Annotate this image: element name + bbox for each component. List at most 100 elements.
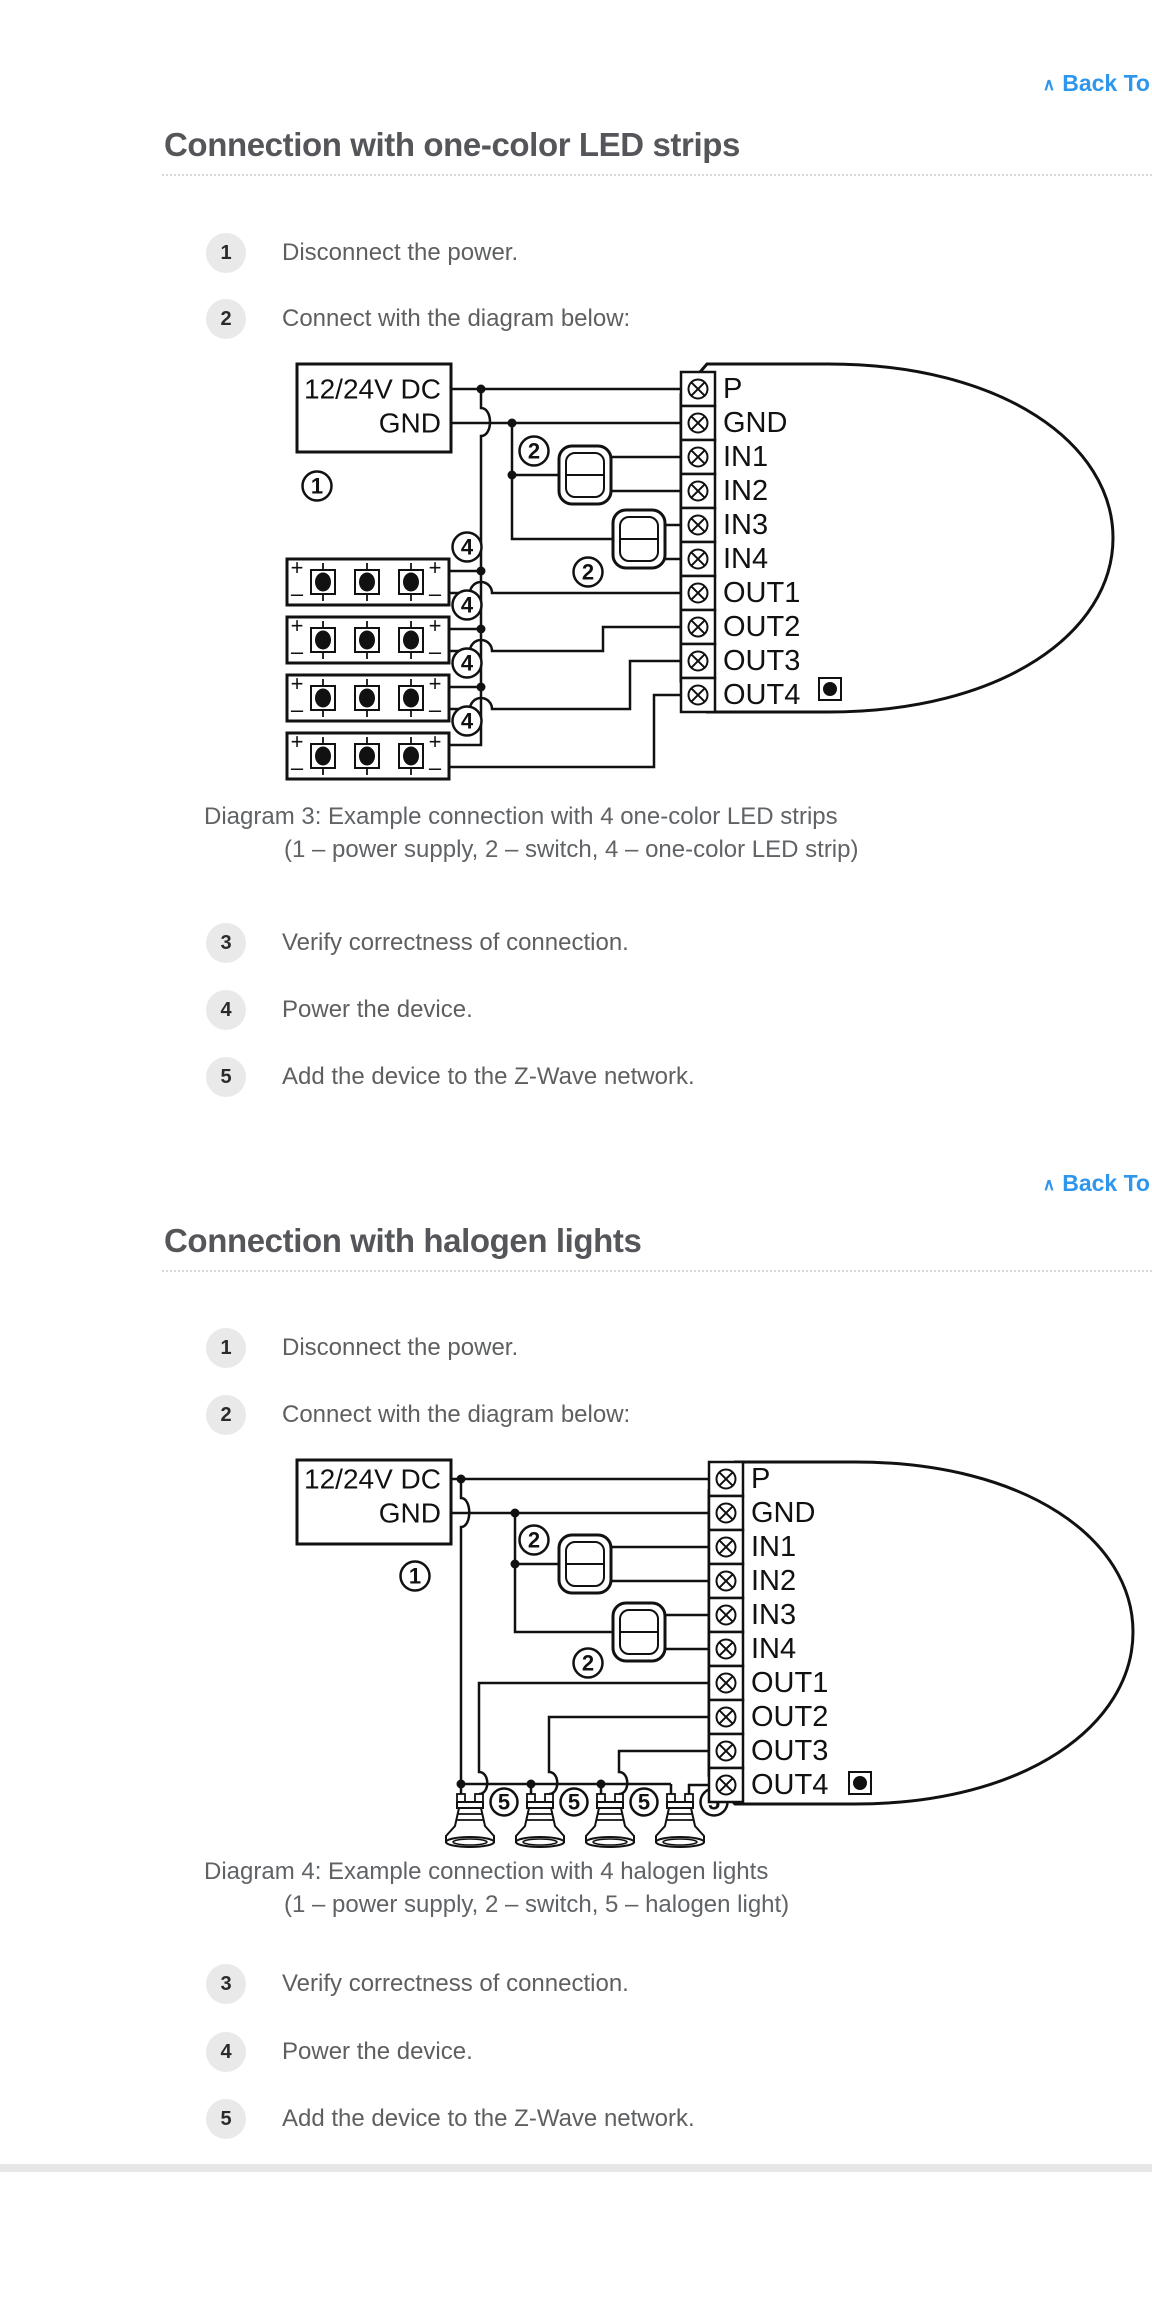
back-to-top-label: Back To bbox=[1062, 70, 1150, 96]
junction-dots bbox=[456, 1474, 606, 1789]
svg-text:–: – bbox=[429, 697, 442, 722]
led-strip-3: + + – – bbox=[285, 647, 483, 723]
svg-text:5: 5 bbox=[498, 1790, 510, 1815]
step-number-badge: 3 bbox=[206, 923, 246, 963]
svg-text:12/24V DC: 12/24V DC bbox=[304, 1464, 441, 1495]
step-text: Power the device. bbox=[282, 996, 473, 1023]
footer-divider bbox=[0, 2164, 1152, 2172]
section-heading-led-strips: Connection with one-color LED strips bbox=[164, 126, 740, 163]
svg-text:GND: GND bbox=[751, 1497, 815, 1529]
svg-text:IN2: IN2 bbox=[751, 1565, 796, 1597]
step-row: 4 Power the device. bbox=[206, 2032, 473, 2072]
wire-lines bbox=[451, 1477, 709, 1796]
halogen-light-3 bbox=[585, 1787, 659, 1848]
halogen-light-1 bbox=[445, 1787, 519, 1848]
step-text: Verify correctness of connection. bbox=[282, 1970, 629, 1997]
svg-text:IN1: IN1 bbox=[723, 441, 768, 473]
step-text: Connect with the diagram below: bbox=[282, 305, 631, 332]
diagram-3-caption-line2: (1 – power supply, 2 – switch, 4 – one-c… bbox=[284, 836, 859, 863]
switch-2 bbox=[572, 508, 667, 588]
svg-text:4: 4 bbox=[461, 593, 474, 618]
marker-led-strip bbox=[451, 589, 483, 621]
marker-halogen bbox=[559, 1787, 589, 1817]
svg-text:GND: GND bbox=[379, 408, 441, 439]
step-number-badge: 1 bbox=[206, 1328, 246, 1368]
switch-1 bbox=[518, 435, 613, 506]
svg-text:+: + bbox=[429, 729, 442, 754]
marker-halogen bbox=[489, 1787, 519, 1817]
power-supply-box: 12/24V DC GND 1 bbox=[295, 362, 453, 502]
step-number-badge: 5 bbox=[206, 1057, 246, 1097]
svg-text:2: 2 bbox=[582, 1651, 594, 1676]
step-text: Verify correctness of connection. bbox=[282, 929, 629, 956]
step-text: Connect with the diagram below: bbox=[282, 1401, 631, 1428]
step-row: 3 Verify correctness of connection. bbox=[206, 923, 629, 963]
section-heading-halogen: Connection with halogen lights bbox=[164, 1222, 642, 1259]
step-text: Disconnect the power. bbox=[282, 1334, 519, 1361]
heading-separator bbox=[162, 174, 1152, 176]
terminal-block: P GND IN1 IN2 IN3 IN4 OUT1 OUT2 OUT3 OUT… bbox=[707, 1460, 828, 1804]
svg-text:OUT4: OUT4 bbox=[723, 679, 800, 711]
svg-text:1: 1 bbox=[409, 1564, 421, 1589]
marker-switch bbox=[518, 1524, 550, 1556]
svg-text:OUT3: OUT3 bbox=[751, 1735, 828, 1767]
step-number-badge: 4 bbox=[206, 990, 246, 1030]
led-strip-4: + + – – bbox=[285, 705, 483, 781]
back-to-top-link[interactable]: ∧ Back To bbox=[1043, 70, 1150, 97]
wire-lines bbox=[449, 387, 681, 769]
step-text: Disconnect the power. bbox=[282, 239, 519, 266]
device-body bbox=[679, 362, 1115, 714]
marker-led-strip bbox=[451, 531, 483, 563]
switch-1 bbox=[518, 1524, 613, 1595]
step-text: Add the device to the Z-Wave network. bbox=[282, 2105, 695, 2132]
svg-text:–: – bbox=[429, 581, 442, 606]
svg-text:–: – bbox=[291, 755, 304, 780]
svg-text:+: + bbox=[291, 555, 304, 580]
step-number-badge: 3 bbox=[206, 1964, 246, 2004]
svg-text:2: 2 bbox=[528, 439, 540, 464]
svg-text:IN1: IN1 bbox=[751, 1531, 796, 1563]
svg-text:OUT2: OUT2 bbox=[723, 611, 800, 643]
marker-led-strip bbox=[451, 647, 483, 679]
svg-text:OUT3: OUT3 bbox=[723, 645, 800, 677]
diagram-4-halogen-lights: 12/24V DC GND 1 2 2 5 5 5 bbox=[295, 1458, 1135, 1848]
svg-text:+: + bbox=[291, 671, 304, 696]
diagram-3-caption-line1: Diagram 3: Example connection with 4 one… bbox=[204, 803, 838, 830]
svg-text:GND: GND bbox=[723, 407, 787, 439]
svg-text:12/24V DC: 12/24V DC bbox=[304, 374, 441, 405]
power-supply-box: 12/24V DC GND 1 bbox=[295, 1458, 453, 1592]
svg-text:–: – bbox=[429, 755, 442, 780]
marker-switch bbox=[518, 435, 550, 467]
svg-text:IN3: IN3 bbox=[723, 509, 768, 541]
step-number-badge: 2 bbox=[206, 1395, 246, 1435]
step-row: 2 Connect with the diagram below: bbox=[206, 1395, 630, 1435]
chevron-up-icon: ∧ bbox=[1042, 1174, 1056, 1194]
svg-text:IN4: IN4 bbox=[723, 543, 768, 575]
step-row: 1 Disconnect the power. bbox=[206, 233, 518, 273]
led-strip-1: + + – – bbox=[285, 531, 483, 607]
svg-text:P: P bbox=[723, 373, 742, 405]
marker-power-supply bbox=[301, 470, 333, 502]
terminal-block: P GND IN1 IN2 IN3 IN4 OUT1 OUT2 OUT3 OUT… bbox=[679, 370, 800, 714]
svg-text:+: + bbox=[429, 671, 442, 696]
svg-text:+: + bbox=[429, 613, 442, 638]
svg-text:OUT4: OUT4 bbox=[751, 1769, 828, 1801]
svg-text:5: 5 bbox=[568, 1790, 580, 1815]
marker-led-strip bbox=[451, 705, 483, 737]
diagram-4-caption-line1: Diagram 4: Example connection with 4 hal… bbox=[204, 1858, 769, 1885]
svg-text:–: – bbox=[429, 639, 442, 664]
marker-switch bbox=[572, 556, 604, 588]
step-text: Add the device to the Z-Wave network. bbox=[282, 1063, 695, 1090]
chevron-up-icon: ∧ bbox=[1042, 74, 1056, 94]
device-body bbox=[707, 1460, 1135, 1806]
svg-text:GND: GND bbox=[379, 1498, 441, 1529]
step-number-badge: 4 bbox=[206, 2032, 246, 2072]
marker-power-supply bbox=[399, 1560, 431, 1592]
svg-text:IN3: IN3 bbox=[751, 1599, 796, 1631]
svg-text:1: 1 bbox=[311, 474, 323, 499]
diagram-3-led-strips: 12/24V DC GND 1 2 2 + + – – bbox=[285, 362, 1115, 781]
back-to-top-link[interactable]: ∧ Back To bbox=[1043, 1170, 1150, 1197]
svg-text:5: 5 bbox=[638, 1790, 650, 1815]
halogen-light-2 bbox=[515, 1787, 589, 1848]
svg-text:IN4: IN4 bbox=[751, 1633, 796, 1665]
